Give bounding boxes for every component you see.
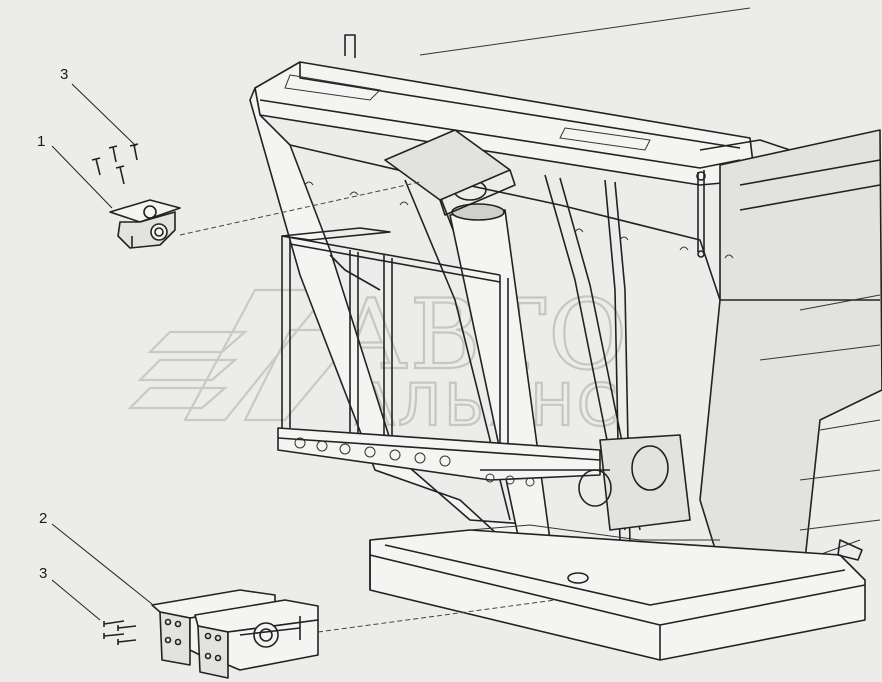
main-body — [249, 7, 882, 566]
callout-3-lower: 3 — [39, 565, 48, 582]
part-3-bolts-upper — [91, 143, 139, 185]
callout-3-upper: 3 — [60, 66, 69, 83]
callout-1: 1 — [37, 133, 46, 150]
leader-line-3b — [51, 579, 101, 621]
part-1-mount — [109, 199, 181, 249]
battery-cage-frame — [277, 227, 691, 531]
leader-line-3a — [71, 83, 137, 147]
leader-line-1 — [51, 145, 113, 209]
assembly-line-1 — [179, 181, 421, 236]
chassis-base — [369, 524, 866, 661]
part-3-bolts-lower — [103, 620, 137, 645]
part-2-brackets — [151, 589, 319, 679]
leader-line-2 — [51, 523, 153, 605]
callout-2: 2 — [39, 510, 48, 527]
